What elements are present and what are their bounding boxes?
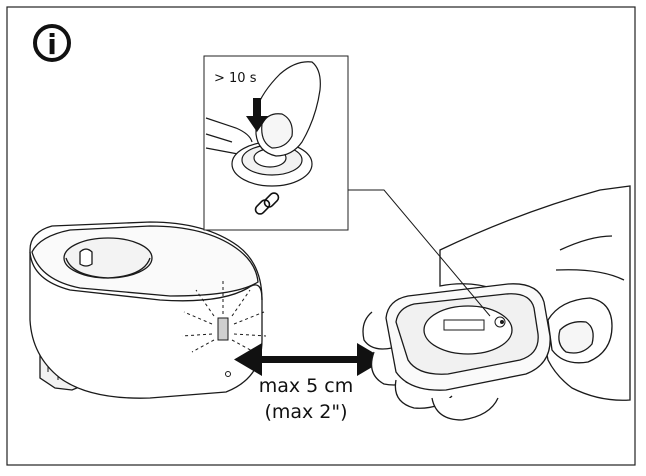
inset-button-closeup xyxy=(205,61,321,187)
info-glyph: i xyxy=(47,28,57,61)
remote-device xyxy=(385,283,551,391)
info-icon: i xyxy=(33,24,71,62)
smart-plug xyxy=(29,221,263,399)
plug-small-hole xyxy=(225,371,231,377)
duration-label: > 10 s xyxy=(214,71,257,86)
distance-imperial-label: (max 2") xyxy=(264,401,347,423)
distance-metric-label: max 5 cm xyxy=(259,375,354,397)
led-indicator xyxy=(181,280,267,353)
leader-line xyxy=(346,189,491,317)
press-arrow xyxy=(246,98,268,132)
link-icon xyxy=(254,192,280,215)
distance-arrow xyxy=(234,343,385,376)
